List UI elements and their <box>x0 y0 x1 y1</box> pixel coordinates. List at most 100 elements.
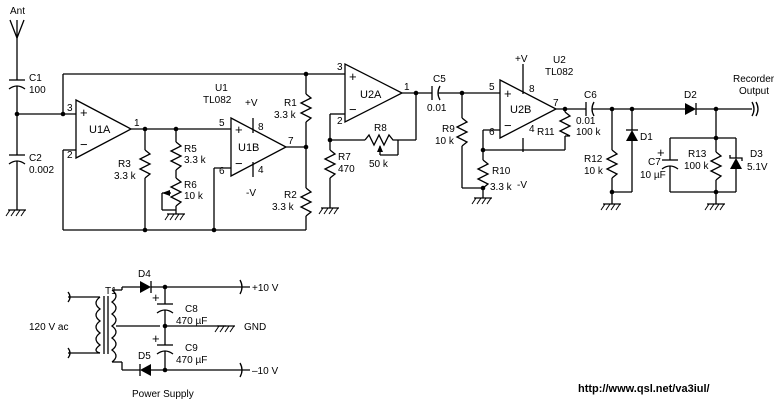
output-terminal <box>751 101 759 117</box>
pos10-label: +10 V <box>252 283 279 294</box>
source-url: http://www.qsl.net/va3iul/ <box>578 383 710 395</box>
u2a-minus: − <box>349 102 357 117</box>
c7-value: 10 µF <box>640 170 666 181</box>
d2-diode <box>685 103 752 115</box>
u2b-opamp <box>499 78 558 140</box>
u2a-plus: + <box>349 69 357 84</box>
r9-label: R9 <box>442 124 455 135</box>
u1a-label: U1A <box>89 124 111 136</box>
r13-value: 100 k <box>684 161 709 172</box>
mains-label: 120 V ac <box>29 322 68 333</box>
neg10-label: –10 V <box>252 366 278 377</box>
r3-label: R3 <box>118 159 131 170</box>
u1b-plus-v: +V <box>245 98 258 109</box>
u1a-plus: + <box>80 105 88 120</box>
c8-polarity: + <box>152 290 160 305</box>
u1b-pin4: 4 <box>258 165 264 176</box>
d5-diode <box>122 364 250 376</box>
d1-diode <box>626 109 638 192</box>
c2-label: C2 <box>29 153 42 164</box>
c1-label: C1 <box>29 73 42 84</box>
antenna-symbol <box>9 19 25 60</box>
c9-value: 470 µF <box>176 355 207 366</box>
r1-resistor <box>299 74 313 147</box>
r1-label: R1 <box>284 98 297 109</box>
u1b-minus: − <box>235 156 243 171</box>
bias-divider-wires <box>60 71 345 117</box>
u2a-label: U2A <box>360 89 382 101</box>
r8-value: 50 k <box>369 159 389 170</box>
r5-value: 3.3 k <box>184 155 207 166</box>
power-supply-title: Power Supply <box>132 389 194 400</box>
u1a-pin3: 3 <box>67 103 73 114</box>
r12-resistor <box>600 109 632 211</box>
output-label-2: Output <box>739 86 769 97</box>
u2b-pin8: 8 <box>529 84 535 95</box>
r7-label: R7 <box>338 152 351 163</box>
r7-resistor <box>318 140 340 215</box>
c7-polarity: + <box>657 145 665 160</box>
u1b-pin7: 7 <box>288 136 294 147</box>
r6-value: 10 k <box>184 191 204 202</box>
c7-label: C7 <box>648 157 661 168</box>
r11-resistor <box>558 109 572 137</box>
c9-label: C9 <box>185 343 198 354</box>
r5-label: R5 <box>184 144 197 155</box>
r1-value: 3.3 k <box>274 110 297 121</box>
u2b-pin6: 6 <box>489 127 495 138</box>
u1a-minus: − <box>80 137 88 152</box>
c2-value: 0.002 <box>29 165 54 176</box>
u2a-pin1: 1 <box>404 82 410 93</box>
u2b-minus-v: -V <box>517 180 527 191</box>
r2-resistor <box>299 147 313 230</box>
r6-potentiometer <box>161 177 186 221</box>
r10-label: R10 <box>492 166 511 177</box>
u2b-plus: + <box>504 86 512 101</box>
r10-value: 3.3 k <box>490 182 513 193</box>
u2-part: TL082 <box>545 67 574 78</box>
r2-value: 3.3 k <box>272 202 295 213</box>
u1a-pin2: 2 <box>67 150 73 161</box>
r2-label: R2 <box>284 190 297 201</box>
gnd-rail <box>165 325 236 333</box>
c5-value: 0.01 <box>427 103 447 114</box>
u1a-opamp <box>75 98 133 160</box>
transformer-t1 <box>67 287 160 370</box>
d5-label: D5 <box>138 351 151 362</box>
rail-terminals <box>239 279 243 378</box>
u1b-minus-v: -V <box>246 188 256 199</box>
c1-value: 100 <box>29 85 46 96</box>
r5-resistor <box>169 129 183 178</box>
r3-value: 3.3 k <box>114 171 137 182</box>
r12-label: R12 <box>584 154 603 165</box>
u1b-label: U1B <box>238 142 259 154</box>
c1-capacitor <box>8 60 26 114</box>
u2a-pin3: 3 <box>337 62 343 73</box>
c6-capacitor <box>585 101 685 117</box>
u1a-pin1: 1 <box>134 118 140 129</box>
d4-label: D4 <box>138 269 151 280</box>
c2-capacitor <box>5 114 27 217</box>
u1b-pin6: 6 <box>219 166 225 177</box>
r7-value: 470 <box>338 164 355 175</box>
r12-value: 10 k <box>584 166 604 177</box>
d2-label: D2 <box>684 90 697 101</box>
u1b-plus: + <box>235 122 243 137</box>
u2b-label: U2B <box>510 104 531 116</box>
u1-label: U1 <box>215 83 228 94</box>
r9-value: 10 k <box>435 136 455 147</box>
u1a-feedback-wires <box>62 126 306 233</box>
r6-label: R6 <box>184 180 197 191</box>
u2a-wires <box>327 90 432 143</box>
u2a-opamp <box>344 62 404 124</box>
d4-diode <box>122 281 250 293</box>
u2b-plus-v: +V <box>515 54 528 65</box>
t1-label: T1 <box>105 286 117 297</box>
c5-label: C5 <box>433 74 446 85</box>
c5-capacitor <box>431 85 500 101</box>
u1b-wires <box>213 144 309 230</box>
output-label-1: Recorder <box>733 74 775 85</box>
u2b-pin4: 4 <box>529 124 535 135</box>
r11-value: 100 k <box>576 127 601 138</box>
